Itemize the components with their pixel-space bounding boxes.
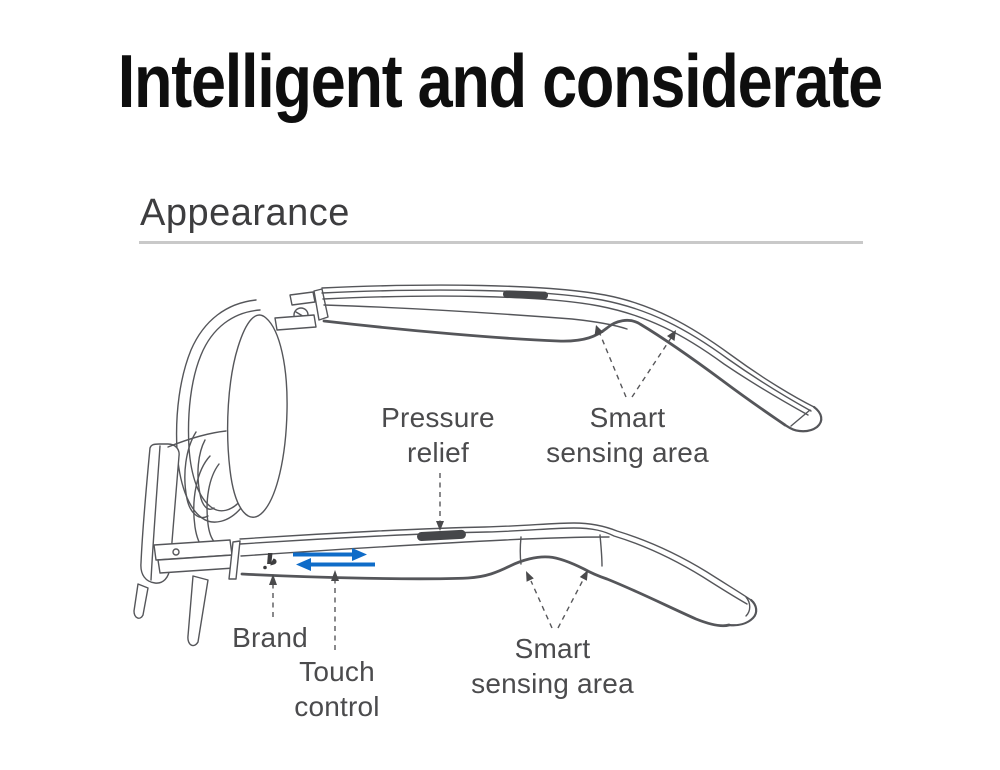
top-hinge-bar <box>274 314 317 331</box>
glasses-side-view <box>133 430 758 647</box>
side-sensing-divider-2 <box>599 534 603 567</box>
top-arm-root-cap <box>313 288 329 321</box>
label-smart-sensing-area-bottom: Smart sensing area <box>465 631 640 701</box>
top-arm-mid-line <box>323 304 628 330</box>
annotation-arrowheads <box>269 325 676 585</box>
side-frame-strip-inner <box>150 445 161 581</box>
label-brand-text: Brand <box>232 622 308 653</box>
smart-bottom-leader-right <box>557 579 584 629</box>
side-arm-ear-tip <box>727 598 758 627</box>
label-touch-control-line2: control <box>294 691 380 722</box>
label-smart-top-line1: Smart <box>589 402 666 433</box>
pressure-relief-arrowhead <box>436 521 444 531</box>
label-smart-bottom-line1: Smart <box>514 633 591 664</box>
side-arm-top-edge-1 <box>239 522 752 601</box>
touch-control-arrowhead <box>331 570 339 581</box>
side-arm-top-edge-2 <box>239 527 748 605</box>
top-arm-edge-1 <box>321 284 815 408</box>
page-title-text: Intelligent and considerate <box>117 39 883 123</box>
top-arm-ear-tip-inner <box>790 409 811 427</box>
top-lens <box>226 314 288 518</box>
label-brand: Brand <box>195 620 345 655</box>
side-arm-bottom-edge <box>240 555 731 628</box>
annotation-leader-lines <box>272 333 672 650</box>
smart-bottom-arrowhead-right <box>579 570 588 581</box>
smart-bottom-arrowhead-left <box>526 571 534 582</box>
glasses-top-view <box>175 284 823 523</box>
side-arm-mid-line <box>240 536 610 557</box>
label-touch-control-line1: Touch <box>299 656 375 687</box>
top-arm-bottom-edge <box>322 318 787 427</box>
side-sensing-divider-1 <box>519 536 522 565</box>
smart-bottom-leader-left <box>530 580 553 629</box>
top-arm-edge-3 <box>322 295 809 416</box>
side-frame-small-wedge <box>133 583 149 619</box>
swipe-left-arrow <box>296 558 375 571</box>
label-smart-bottom-line2: sensing area <box>471 668 634 699</box>
top-arm-ear-tip <box>783 405 823 433</box>
label-pressure-relief: Pressure relief <box>353 400 523 470</box>
side-frame-bridge <box>167 430 227 448</box>
side-hinge-screw <box>172 548 180 556</box>
top-sensor-pad <box>503 290 549 300</box>
label-touch-control: Touch control <box>263 654 411 724</box>
label-pressure-relief-line1: Pressure <box>381 402 495 433</box>
side-nose-pad-inner <box>206 463 227 547</box>
side-frame-lower-wedge <box>187 575 209 647</box>
smart-top-arrowhead-left <box>594 325 604 336</box>
top-nose-pad-inner <box>197 439 215 510</box>
smart-top-leader-left <box>599 333 627 398</box>
brand-logo-mark <box>263 553 277 570</box>
label-smart-top-line2: sensing area <box>546 437 709 468</box>
smart-top-leader-right <box>631 337 672 398</box>
touch-swipe-arrows-icon <box>293 548 375 571</box>
top-nose-pad-outer <box>184 431 209 519</box>
top-hinge-plate <box>289 291 316 306</box>
swipe-right-arrow <box>293 548 367 561</box>
top-arm-edge-2 <box>321 289 812 412</box>
section-heading: Appearance <box>140 192 350 234</box>
side-arm-ear-tip-inner <box>745 596 751 617</box>
page-title: Intelligent and considerate <box>0 22 1000 140</box>
side-arm-root-cap <box>228 540 241 580</box>
brand-arrowhead <box>269 574 277 585</box>
label-smart-sensing-area-top: Smart sensing area <box>540 400 715 470</box>
label-pressure-relief-line2: relief <box>407 437 469 468</box>
pressure-relief-pad <box>417 529 466 542</box>
section-divider <box>139 241 863 244</box>
smart-top-arrowhead-right <box>667 330 676 341</box>
top-frame-inner-rim <box>187 309 261 512</box>
